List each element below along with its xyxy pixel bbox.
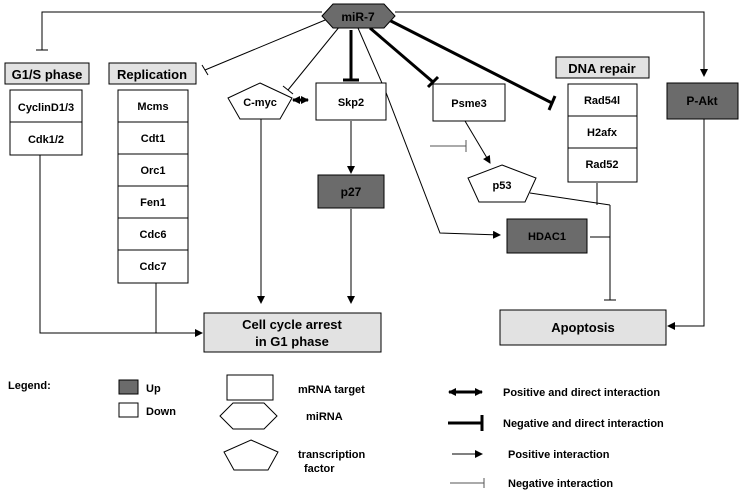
node-cell-cycle-arrest: Cell cycle arrest in G1 phase	[203, 312, 382, 353]
skp2-label: Skp2	[338, 97, 364, 109]
mirna-hexagon-shape	[321, 3, 396, 29]
skp2-box	[315, 82, 387, 121]
replication-item: Fen1	[140, 197, 166, 209]
node-skp2: Skp2	[315, 82, 387, 121]
edge-mir7-g1s	[41, 11, 322, 50]
node-apoptosis: Apoptosis	[499, 309, 667, 346]
dna-repair-item: H2afx	[587, 127, 618, 139]
edge-mir7-hdac1	[357, 27, 501, 239]
legend-negative-label: Negative interaction	[508, 478, 613, 490]
legend-title: Legend:	[8, 380, 51, 392]
group-replication: Replication Mcms Cdt1 Orc1 Fen1 Cdc6 Cdc…	[108, 62, 197, 284]
legend-mrna-target-shape	[226, 374, 274, 401]
psme3-label: Psme3	[451, 98, 486, 110]
edge-mir7-psme3-bar	[426, 75, 440, 89]
edge-mir7-replication	[204, 17, 331, 71]
cell-cycle-arrest-line2: in G1 phase	[255, 334, 329, 349]
legend-mrna-target-label: mRNA target	[298, 384, 365, 396]
legend-up-swatch	[118, 379, 139, 395]
replication-item: Cdc7	[140, 261, 167, 273]
legend-down-label: Down	[146, 406, 176, 418]
pakt-label: P-Akt	[686, 94, 717, 108]
edge-p53-apoptosis	[529, 192, 611, 206]
edge-pakt-apoptosis	[667, 119, 705, 330]
legend-negative-direct-label: Negative and direct interaction	[503, 418, 664, 430]
psme3-box	[432, 83, 506, 122]
dna-repair-item: Rad54l	[584, 95, 620, 107]
legend-up-label: Up	[146, 383, 161, 395]
g1s-item: CyclinD1/3	[18, 102, 74, 114]
legend-mirna-hexagon-shape	[219, 402, 278, 430]
replication-header-label: Replication	[117, 67, 187, 82]
legend-positive-label: Positive interaction	[508, 449, 610, 461]
edge-mir7-cmyc-bar	[282, 85, 294, 95]
p27-label: p27	[341, 185, 362, 199]
pakt-box	[666, 82, 739, 120]
dna-repair-item: Rad52	[585, 159, 618, 171]
cell-cycle-arrest-line1: Cell cycle arrest	[242, 317, 342, 332]
replication-header-box	[108, 62, 197, 85]
dna-repair-header-label: DNA repair	[568, 61, 635, 76]
replication-item: Cdc6	[140, 229, 167, 241]
apoptosis-label: Apoptosis	[551, 320, 615, 335]
edge-mir7-pakt	[395, 11, 708, 77]
node-psme3: Psme3	[432, 83, 506, 122]
legend-transcription-factor-line2: factor	[304, 463, 335, 475]
replication-item: Cdt1	[141, 133, 165, 145]
g1s-header-label: G1/S phase	[12, 67, 83, 82]
group-g1s-phase: G1/S phase CyclinD1/3 Cdk1/2	[4, 62, 90, 156]
legend-transcription-factor-line1: transcription	[298, 449, 366, 461]
legend-mirna-label: miRNA	[306, 411, 343, 423]
legend-down-swatch	[118, 402, 139, 418]
p27-box	[317, 174, 385, 209]
edges	[36, 11, 708, 337]
g1s-header-box	[4, 62, 90, 85]
node-p53: p53	[467, 164, 537, 203]
replication-item: Orc1	[140, 165, 165, 177]
g1s-item: Cdk1/2	[28, 134, 64, 146]
node-mir7: miR-7	[321, 3, 396, 29]
node-cmyc: C-myc	[227, 82, 293, 120]
replication-item: Mcms	[137, 101, 168, 113]
node-pakt: P-Akt	[666, 82, 739, 120]
mir7-label: miR-7	[341, 10, 375, 24]
node-p27: p27	[317, 174, 385, 209]
hdac1-box	[506, 218, 588, 254]
transcription-factor-pentagon-shape	[467, 164, 537, 203]
transcription-factor-pentagon-shape	[227, 82, 293, 120]
node-hdac1: HDAC1	[506, 218, 588, 254]
legend-positive-direct-label: Positive and direct interaction	[503, 387, 660, 399]
hdac1-label: HDAC1	[528, 231, 566, 243]
cmyc-label: C-myc	[243, 97, 277, 109]
p53-label: p53	[493, 180, 512, 192]
edge-mir7-replication-bar	[201, 64, 209, 76]
edge-g1s-cellcycle	[39, 155, 203, 337]
edge-psme3-p53	[464, 120, 491, 164]
dna-repair-list-box	[567, 83, 638, 183]
dna-repair-header-box	[555, 56, 650, 79]
legend: Legend: Up Down mRNA target miRNA transc…	[8, 374, 664, 490]
edge-mir7-cmyc	[287, 25, 341, 91]
edge-mir7-dnarepair-bar	[547, 95, 557, 111]
cell-cycle-arrest-box	[203, 312, 382, 353]
edge-mir7-psme3	[369, 26, 434, 84]
legend-transcription-factor-pentagon-shape	[223, 439, 279, 471]
apoptosis-box	[499, 309, 667, 346]
group-dna-repair: DNA repair Rad54l H2afx Rad52	[555, 56, 650, 183]
edge-mir7-dnarepair	[384, 16, 553, 105]
